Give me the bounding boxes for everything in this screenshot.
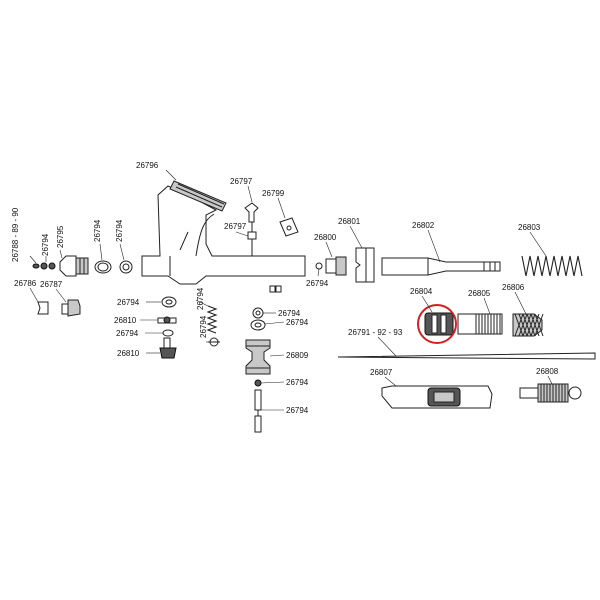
part-26791-needle <box>337 352 596 360</box>
label-26803: 26803 <box>518 223 541 232</box>
part-26800 <box>325 256 347 276</box>
part-26794-r1 <box>315 262 323 270</box>
part-26794-washer-l <box>119 260 133 274</box>
knurl-line <box>534 313 544 337</box>
label-26808: 26808 <box>536 367 559 376</box>
part-26805-tube <box>457 313 503 335</box>
leader-lines <box>29 169 553 411</box>
label-26797-trigger: 26797 <box>230 177 253 186</box>
knurl-line <box>514 313 524 337</box>
label-26794-mid-3: 26794 <box>116 329 139 338</box>
part-26804-nut <box>424 312 454 336</box>
label-26796: 26796 <box>136 161 159 170</box>
label-26791: 26791 - 92 - 93 <box>348 328 403 337</box>
spring-26803 <box>521 255 583 277</box>
label-26810-top: 26810 <box>114 316 137 325</box>
label-26794-center-1: 26794 <box>278 309 301 318</box>
highlight-circle-26804 <box>417 304 457 344</box>
part-26794-c1 <box>252 307 264 319</box>
part-number-labels: 26796 26797 26799 26797 26788 - 89 - 90 … <box>11 161 559 415</box>
label-26797-stem: 26797 <box>224 222 247 231</box>
label-26805: 26805 <box>468 289 491 298</box>
label-26794-mid-4: 26794 <box>199 315 208 338</box>
part-26801 <box>355 247 375 283</box>
knurl-line <box>518 313 528 337</box>
spring-26794-m2 <box>206 305 218 334</box>
label-26794-mid-2: 26794 <box>196 287 205 310</box>
part-26788-screws <box>32 262 56 270</box>
part-26808-adjuster <box>519 383 582 403</box>
knurl-line <box>526 313 536 337</box>
knurl-line <box>522 313 532 337</box>
knurl-line <box>530 313 540 337</box>
label-26788: 26788 - 89 - 90 <box>11 207 20 262</box>
part-26797-trigger <box>244 202 259 256</box>
part-26796-cup-lid <box>169 180 227 212</box>
label-26794-right-1: 26794 <box>306 279 329 288</box>
part-26794-c3 <box>254 379 262 387</box>
part-26787 <box>61 299 81 317</box>
part-26794-m4 <box>208 337 220 347</box>
label-26794-center-2: 26794 <box>286 318 309 327</box>
label-26786: 26786 <box>14 279 37 288</box>
part-26809-valve <box>245 339 271 375</box>
part-26794-c2 <box>250 319 266 331</box>
part-26786 <box>37 301 49 315</box>
part-26794-m1 <box>161 296 177 308</box>
part-26802-guide <box>381 257 501 276</box>
label-26801: 26801 <box>338 217 361 226</box>
part-26810-top <box>157 316 177 324</box>
part-26807-handle <box>381 385 493 409</box>
label-26810-base: 26810 <box>117 349 140 358</box>
label-26802: 26802 <box>412 221 435 230</box>
label-26794-center-4: 26794 <box>286 406 309 415</box>
label-26794-left-1: 26794 <box>41 233 50 256</box>
label-26807: 26807 <box>370 368 393 377</box>
label-26794-mid-1: 26794 <box>117 298 140 307</box>
label-26809: 26809 <box>286 351 309 360</box>
label-26787: 26787 <box>40 280 63 289</box>
label-26804: 26804 <box>410 287 433 296</box>
part-26795 <box>59 255 89 277</box>
part-26806-knurl <box>512 313 544 337</box>
part-26810-base <box>159 337 177 359</box>
part-26794-m3 <box>162 329 174 337</box>
label-26806: 26806 <box>502 283 525 292</box>
part-26799 <box>279 217 299 237</box>
label-26795: 26795 <box>56 225 65 248</box>
part-26794-c4-stem <box>254 389 262 433</box>
label-26794-left-2: 26794 <box>93 219 102 242</box>
label-26799: 26799 <box>262 189 285 198</box>
part-26794-ring-l <box>94 260 112 274</box>
label-26794-center-3: 26794 <box>286 378 309 387</box>
label-26800: 26800 <box>314 233 337 242</box>
label-26794-left-3: 26794 <box>115 219 124 242</box>
small-screw-body <box>269 285 282 293</box>
airbrush-body <box>141 185 306 285</box>
